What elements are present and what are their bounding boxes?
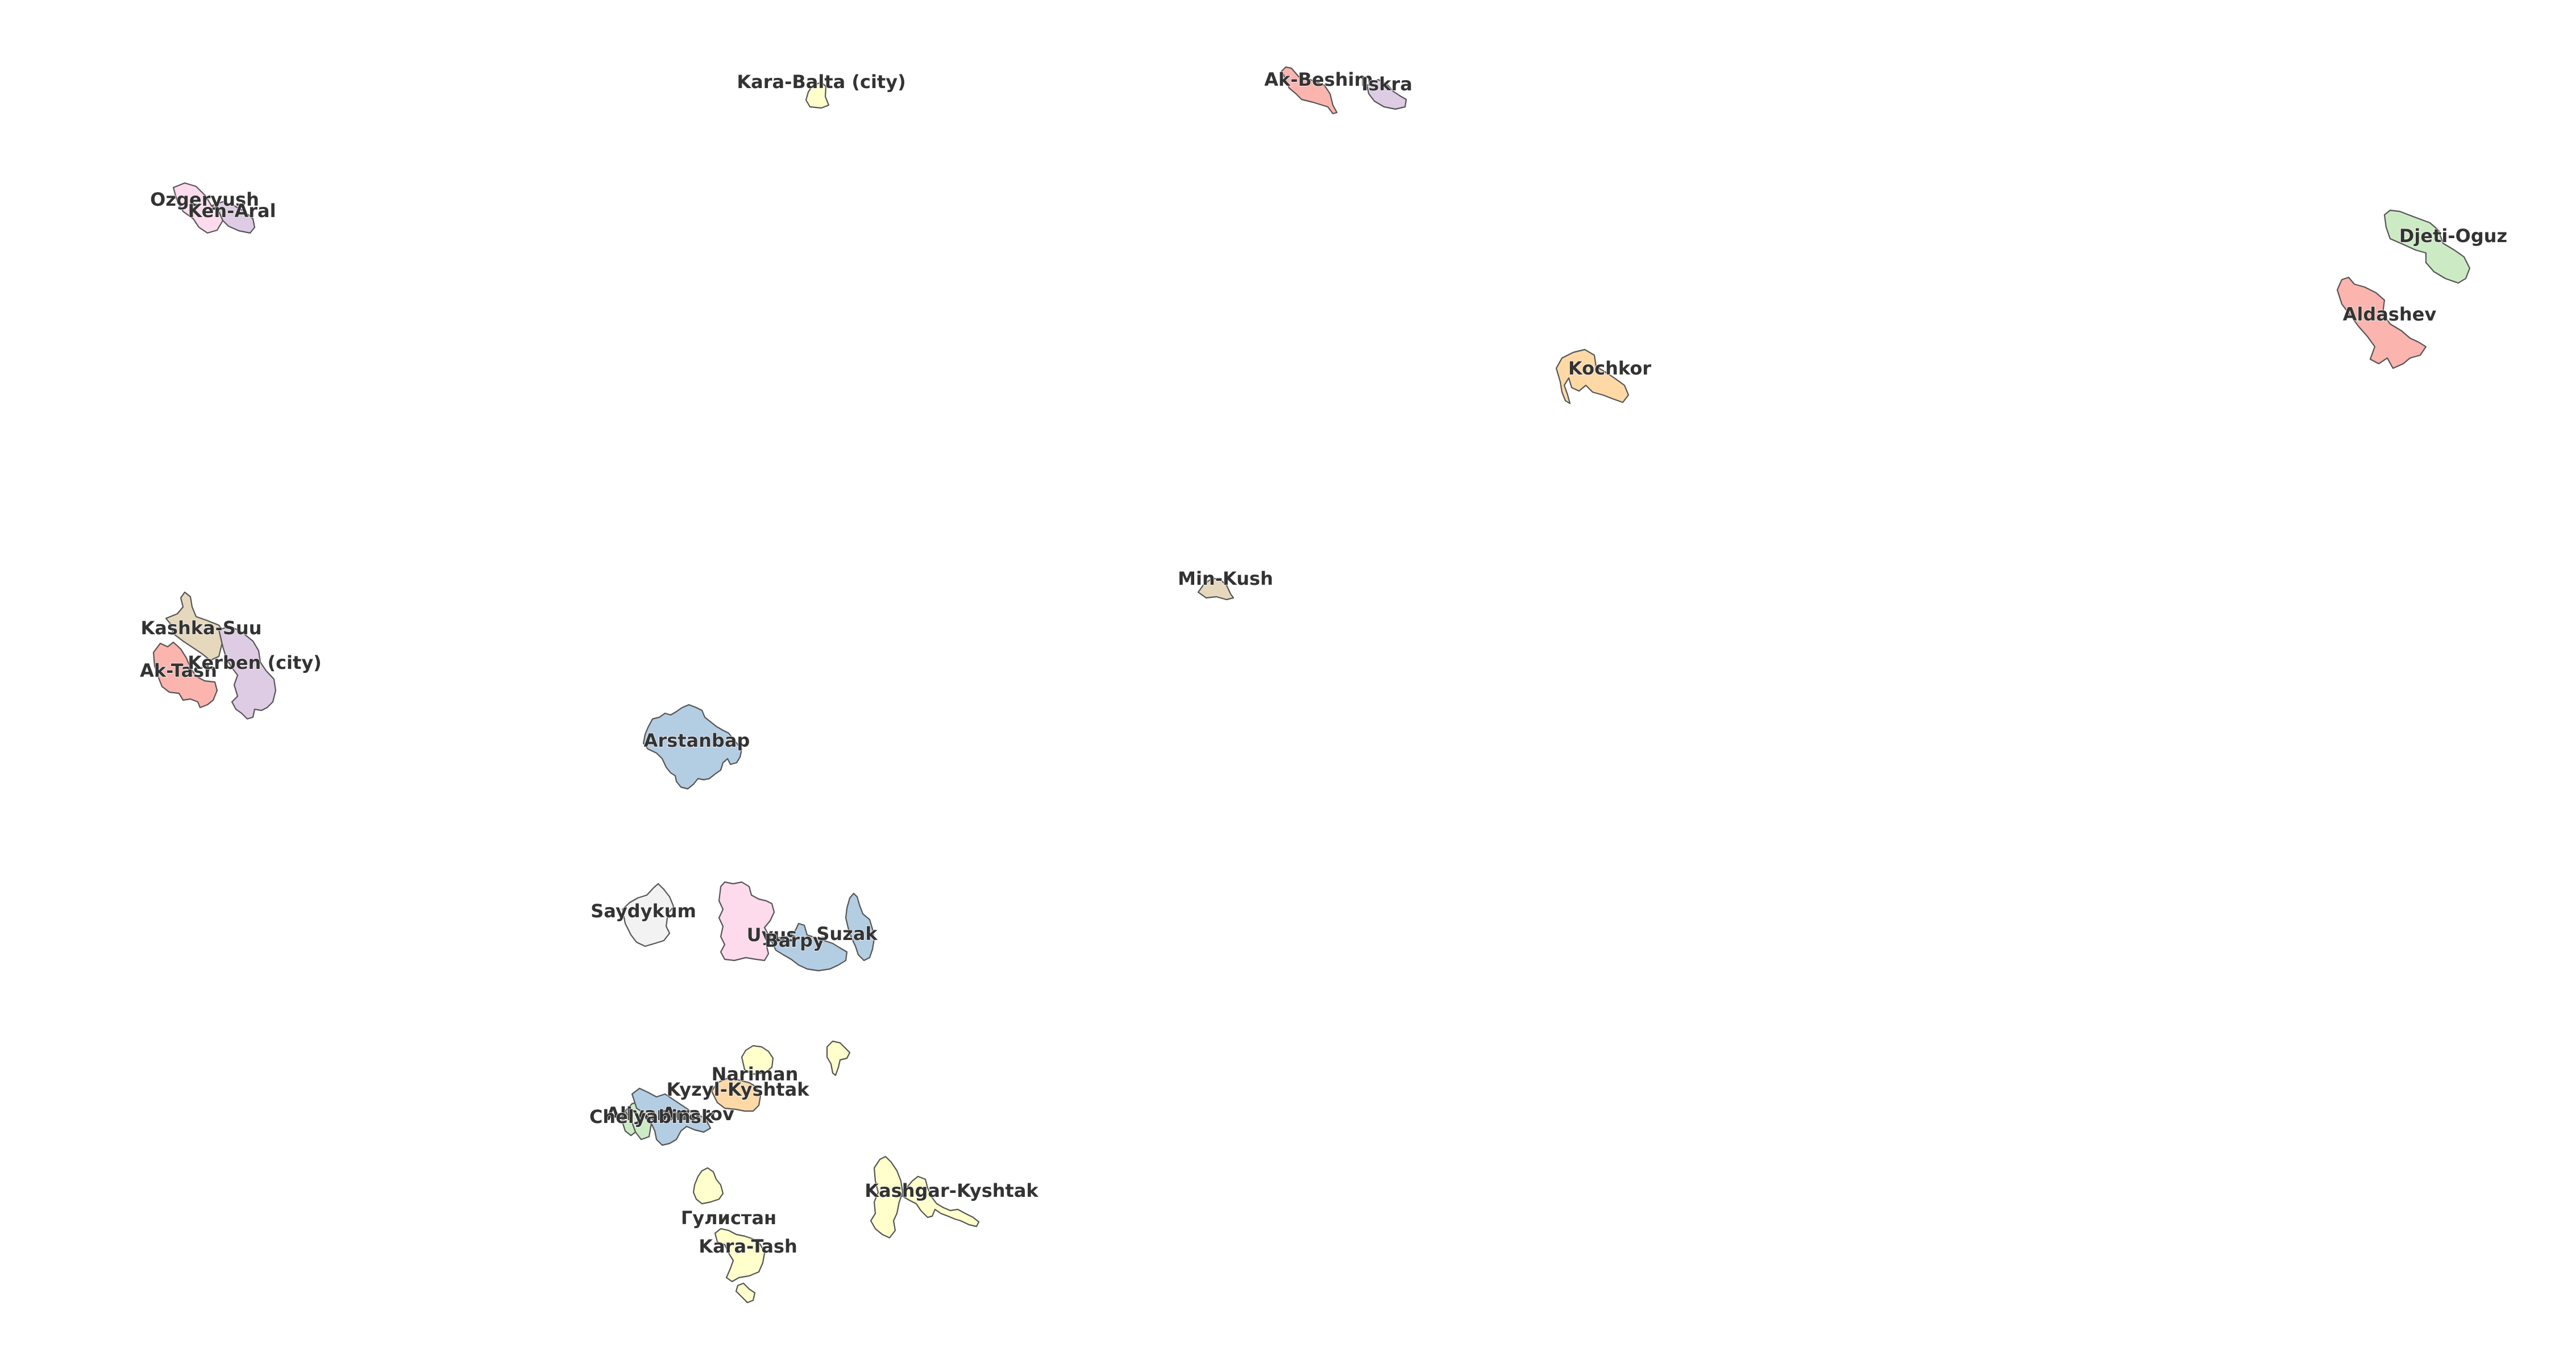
- label-ak-tash: Ak-Tash: [140, 660, 217, 681]
- region-ken-aral[interactable]: [210, 201, 256, 234]
- region-ak-beshim[interactable]: [1281, 66, 1338, 115]
- region-ak-tash[interactable]: [152, 641, 218, 709]
- label-barpy: Barpy: [765, 930, 825, 951]
- label-iskra: Iskra: [1361, 73, 1412, 95]
- label-gulistan: Гулистан: [681, 1207, 776, 1229]
- region-kashgar-kyshtak-south[interactable]: [870, 1155, 904, 1239]
- label-min-kush: Min-Kush: [1178, 568, 1273, 589]
- region-barpy[interactable]: [767, 922, 848, 972]
- region-saydykum[interactable]: [621, 883, 675, 947]
- label-kerben-city: Kerben (city): [188, 652, 322, 673]
- label-uyus: Uyus: [747, 924, 797, 946]
- label-kara-tash: Kara-Tash: [699, 1236, 797, 1257]
- region-iskra[interactable]: [1366, 78, 1407, 110]
- region-kyzyl-kyshtak[interactable]: [711, 1078, 762, 1112]
- region-kashgar-kyshtak[interactable]: [901, 1175, 980, 1228]
- region-gulistan[interactable]: [692, 1167, 724, 1205]
- region-suzak[interactable]: [845, 892, 875, 962]
- region-kara-balta-city[interactable]: [805, 81, 830, 109]
- region-chelyabinsk[interactable]: [620, 1110, 637, 1137]
- label-ken-aral: Ken-Aral: [188, 200, 276, 222]
- region-ozgeryush[interactable]: [172, 182, 224, 234]
- label-kashka-suu: Kashka-Suu: [141, 617, 262, 639]
- label-kochkor: Kochkor: [1568, 357, 1651, 379]
- region-kerben-city[interactable]: [218, 625, 277, 720]
- label-ak-beshim: Ak-Beshim: [1264, 69, 1373, 90]
- label-aldashev: Aldashev: [2343, 303, 2437, 325]
- region-nariman[interactable]: [741, 1040, 851, 1076]
- region-uyus[interactable]: [718, 881, 775, 962]
- region-arstanbap[interactable]: [642, 704, 743, 790]
- label-kashgar-kyshtak: Kashgar-Kyshtak: [865, 1180, 1038, 1201]
- label-saydykum: Saydykum: [591, 900, 696, 922]
- label-chelyabinsk: Chelyabinsk: [589, 1106, 714, 1128]
- label-djeti-oguz: Djeti-Oguz: [2399, 225, 2507, 247]
- label-allyarov: Allyarov: [606, 1103, 690, 1125]
- label-kara-balta-city: Kara-Balta (city): [737, 71, 905, 93]
- region-min-kush[interactable]: [1197, 577, 1235, 601]
- region-kara-tash[interactable]: [714, 1228, 766, 1304]
- label-suzak: Suzak: [816, 923, 878, 945]
- region-kochkor[interactable]: [1555, 348, 1630, 405]
- region-djeti-oguz[interactable]: [2383, 209, 2471, 284]
- region-aldashev[interactable]: [2336, 276, 2427, 369]
- label-nariman: Nariman: [712, 1063, 799, 1085]
- label-ozgeryush: Ozgeryush: [150, 189, 259, 210]
- label-kyzyl-kyshtak: Kyzyl-Kyshtak: [667, 1079, 810, 1100]
- label-arstanbap: Arstanbap: [644, 730, 750, 751]
- region-anarov[interactable]: [631, 1087, 712, 1146]
- label-anarov: Anarov: [662, 1103, 734, 1125]
